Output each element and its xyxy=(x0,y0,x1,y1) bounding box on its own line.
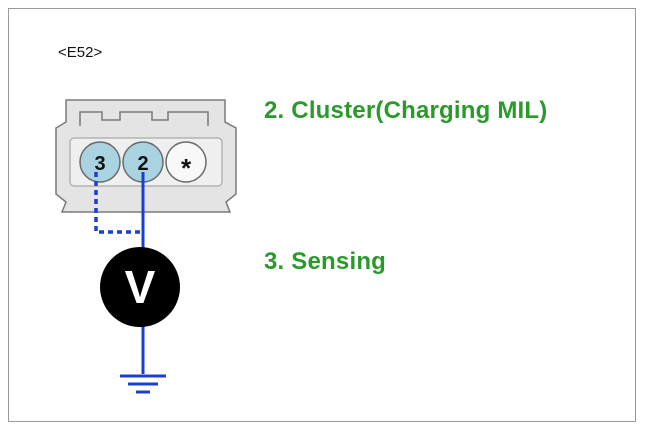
pin-3-probe-wire xyxy=(94,172,140,234)
ground-icon xyxy=(120,374,166,394)
pin-3-label: 3 xyxy=(94,153,105,175)
connector-latch xyxy=(79,111,209,126)
pin-2-label: 2 xyxy=(137,153,148,175)
pin-unused-label: * xyxy=(181,153,192,183)
voltmeter-label: V xyxy=(125,261,156,313)
diagram-frame xyxy=(8,8,636,422)
pin-3-terminal xyxy=(79,141,121,183)
voltmeter-icon xyxy=(100,247,180,327)
connector-id-label: <E52> xyxy=(58,44,103,61)
pin-unused-terminal xyxy=(165,141,207,183)
pin-3-description: 3. Sensing xyxy=(264,248,387,275)
pin-2-description: 2. Cluster(Charging MIL) xyxy=(264,97,548,124)
